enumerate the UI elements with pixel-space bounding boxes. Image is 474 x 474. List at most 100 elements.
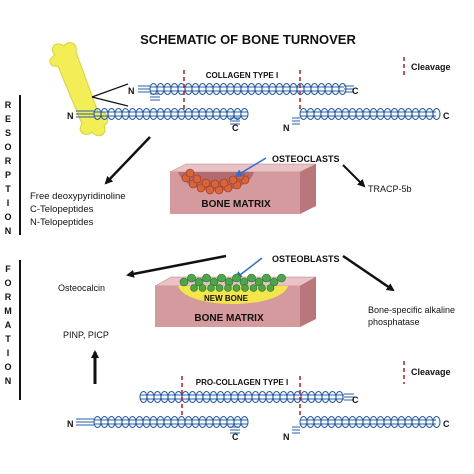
osteoblast-cell [249,284,258,292]
arrow-to-alp [342,254,395,292]
osteoblast-cell [207,284,215,292]
collagen-n-label: N [128,86,135,96]
formation-letter: R [5,292,12,302]
cleavage-legend-label-2: Cleavage [411,367,451,377]
formation-letter: F [5,264,11,274]
collagen-tail [76,110,94,118]
osteoblast-cell [190,284,198,292]
resorption-marker-label: C-Telopeptides [30,204,94,215]
osteoblast-cell [215,284,224,292]
osteoclasts-pointer [234,157,267,178]
procollagen-c-label: C [232,432,239,442]
osteoblast-cell [187,273,196,283]
osteoblasts-pointer [234,257,263,280]
osteoblast-cell [277,273,286,283]
osteoclast-cell [205,185,215,195]
osteoclasts-label: OSTEOCLASTS [272,154,340,164]
resorption-letter: R [5,156,12,166]
resorption-letter: S [5,128,11,138]
formation-letter: N [5,376,12,386]
osteoclast-cell [210,179,220,189]
osteoblast-cells [179,273,286,292]
diagram-title: SCHEMATIC OF BONE TURNOVER [140,32,356,47]
osteoclast-cell [228,175,238,185]
resorption-letter: I [7,198,10,208]
resorption-markers: Free deoxypyridinolineC-TelopeptidesN-Te… [30,191,126,228]
resorption-letter: O [4,142,11,152]
resorption-marker-label: Free deoxypyridinoline [30,191,126,202]
resorption-letter: N [5,226,12,236]
resorption-matrix-label: BONE MATRIX [201,199,271,210]
formation-letter: O [4,278,11,288]
propeptides-label: PINP, PICP [63,330,109,340]
procollagen-helix-lower-right [299,415,441,429]
osteoclast-cell [219,178,229,188]
collagen-c-label: C [232,123,239,133]
new-bone-label: NEW BONE [204,294,249,303]
osteoblast-cell [232,284,241,292]
formation-letter: I [7,348,10,358]
procollagen-tail [292,426,300,434]
collagen-n-label: N [67,111,74,121]
osteoclast-cell [214,185,224,195]
arrow-to-markers [104,136,151,185]
pointer-line-lower [91,96,129,107]
collagen-c-label: C [443,111,450,121]
formation-letter: A [5,320,12,330]
osteoblasts-label: OSTEOBLASTS [272,254,340,264]
collagen-tail [138,85,150,93]
osteoblast-cell [258,284,266,292]
procollagen-helix-lower-left [93,415,249,429]
collagen-tail [230,117,240,125]
procollagen-n-label: N [283,432,290,442]
procollagen-helix-upper [139,390,344,404]
formation-letter: O [4,362,11,372]
procollagen-tail [230,426,240,434]
tracp-label: TRACP-5b [368,184,412,194]
resorption-letter: P [5,170,11,180]
osteoblast-cell [262,273,271,283]
osteoclast-cell [185,168,195,178]
osteoclast-cell [201,178,211,188]
procollagen-c-label: C [352,395,359,405]
osteoblast-cell [266,284,275,292]
collagen-label: COLLAGEN TYPE I [206,71,278,80]
arrow-to-tracp [342,164,366,188]
resorption-letter: T [5,184,11,194]
resorption-letter: R [5,100,12,110]
collagen-tail [344,85,354,93]
arrow-to-osteocalcin [126,254,227,278]
pointer-line-upper [91,83,129,98]
osteoclast-cell [192,174,202,184]
bone-icon [49,42,109,137]
resorption-letter: O [4,212,11,222]
collagen-helix [76,82,441,125]
osteocalcin-label: Osteocalcin [58,283,105,293]
collagen-helix-lower-right [299,107,441,121]
procollagen-tail [76,418,94,426]
osteoblast-cell [179,277,189,287]
collagen-tail [292,117,300,125]
formation-letter: M [4,306,12,316]
alp-label-line-1: Bone-specific alkaline [368,305,455,315]
osteoblast-cell [224,284,232,292]
resorption-marker-label: N-Telopeptides [30,217,94,228]
procollagen-c-label: C [443,419,450,429]
osteoblast-cell [194,277,204,287]
osteoblast-cell [269,277,279,287]
osteoblast-cell [247,273,256,283]
collagen-tail [150,93,160,101]
collagen-helix-lower-left [93,107,249,121]
formation-matrix-label: BONE MATRIX [194,313,264,324]
formation-letter: T [5,334,11,344]
cleavage-legend-label: Cleavage [411,62,451,72]
procollagen-label: PRO-COLLAGEN TYPE I [196,378,288,387]
osteoblast-cell [198,284,207,292]
osteoblast-cell [202,273,211,283]
alp-label-line-2: phosphatase [368,317,420,327]
osteoblast-cell [232,273,241,283]
procollagen-helix [76,390,441,434]
